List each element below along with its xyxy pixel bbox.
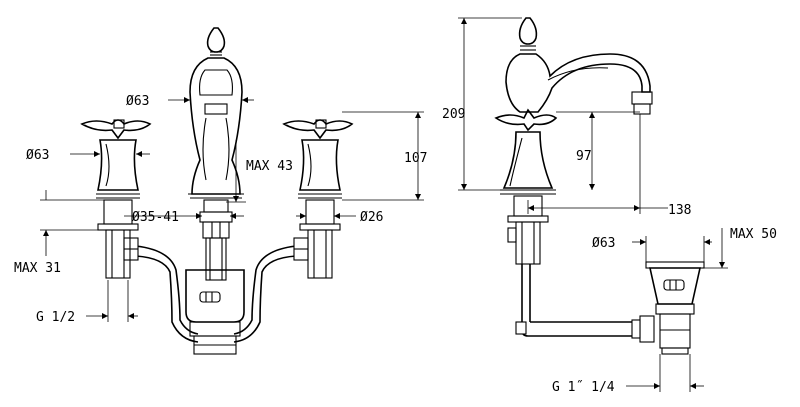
dim-valve-diameter: Ø26 xyxy=(360,210,383,225)
dim-max-thread: MAX 31 xyxy=(14,261,61,276)
front-dimensions: Ø63 Ø63 MAX 43 107 Ø35-41 xyxy=(14,94,427,325)
front-view: Ø63 Ø63 MAX 43 107 Ø35-41 xyxy=(14,27,427,355)
dim-spout-reach: 138 xyxy=(668,203,691,218)
dim-spout-diameter: Ø63 xyxy=(126,94,149,109)
side-dimensions: 209 97 138 Ø63 xyxy=(442,17,777,395)
side-view: 209 97 138 Ø63 xyxy=(442,17,777,395)
dim-handle-diameter: Ø63 xyxy=(26,148,49,163)
front-drain xyxy=(185,269,245,355)
dim-max-height-spout: MAX 43 xyxy=(246,159,293,174)
dim-thread-size: G 1/2 xyxy=(36,310,75,325)
side-drain xyxy=(631,261,705,355)
front-hoses xyxy=(123,237,309,343)
front-spout xyxy=(188,27,244,281)
dim-drain-max: MAX 50 xyxy=(730,227,777,242)
dim-drain-thread: G 1˝ 1/4 xyxy=(552,380,615,395)
dim-spout-height: 97 xyxy=(576,149,592,164)
dim-drain-diameter: Ø63 xyxy=(592,236,615,251)
dim-total-height: 209 xyxy=(442,107,465,122)
dim-hole-range: Ø35-41 xyxy=(132,210,179,225)
dim-handle-height: 107 xyxy=(404,151,427,166)
front-right-handle xyxy=(282,119,354,279)
front-left-handle xyxy=(80,119,152,279)
